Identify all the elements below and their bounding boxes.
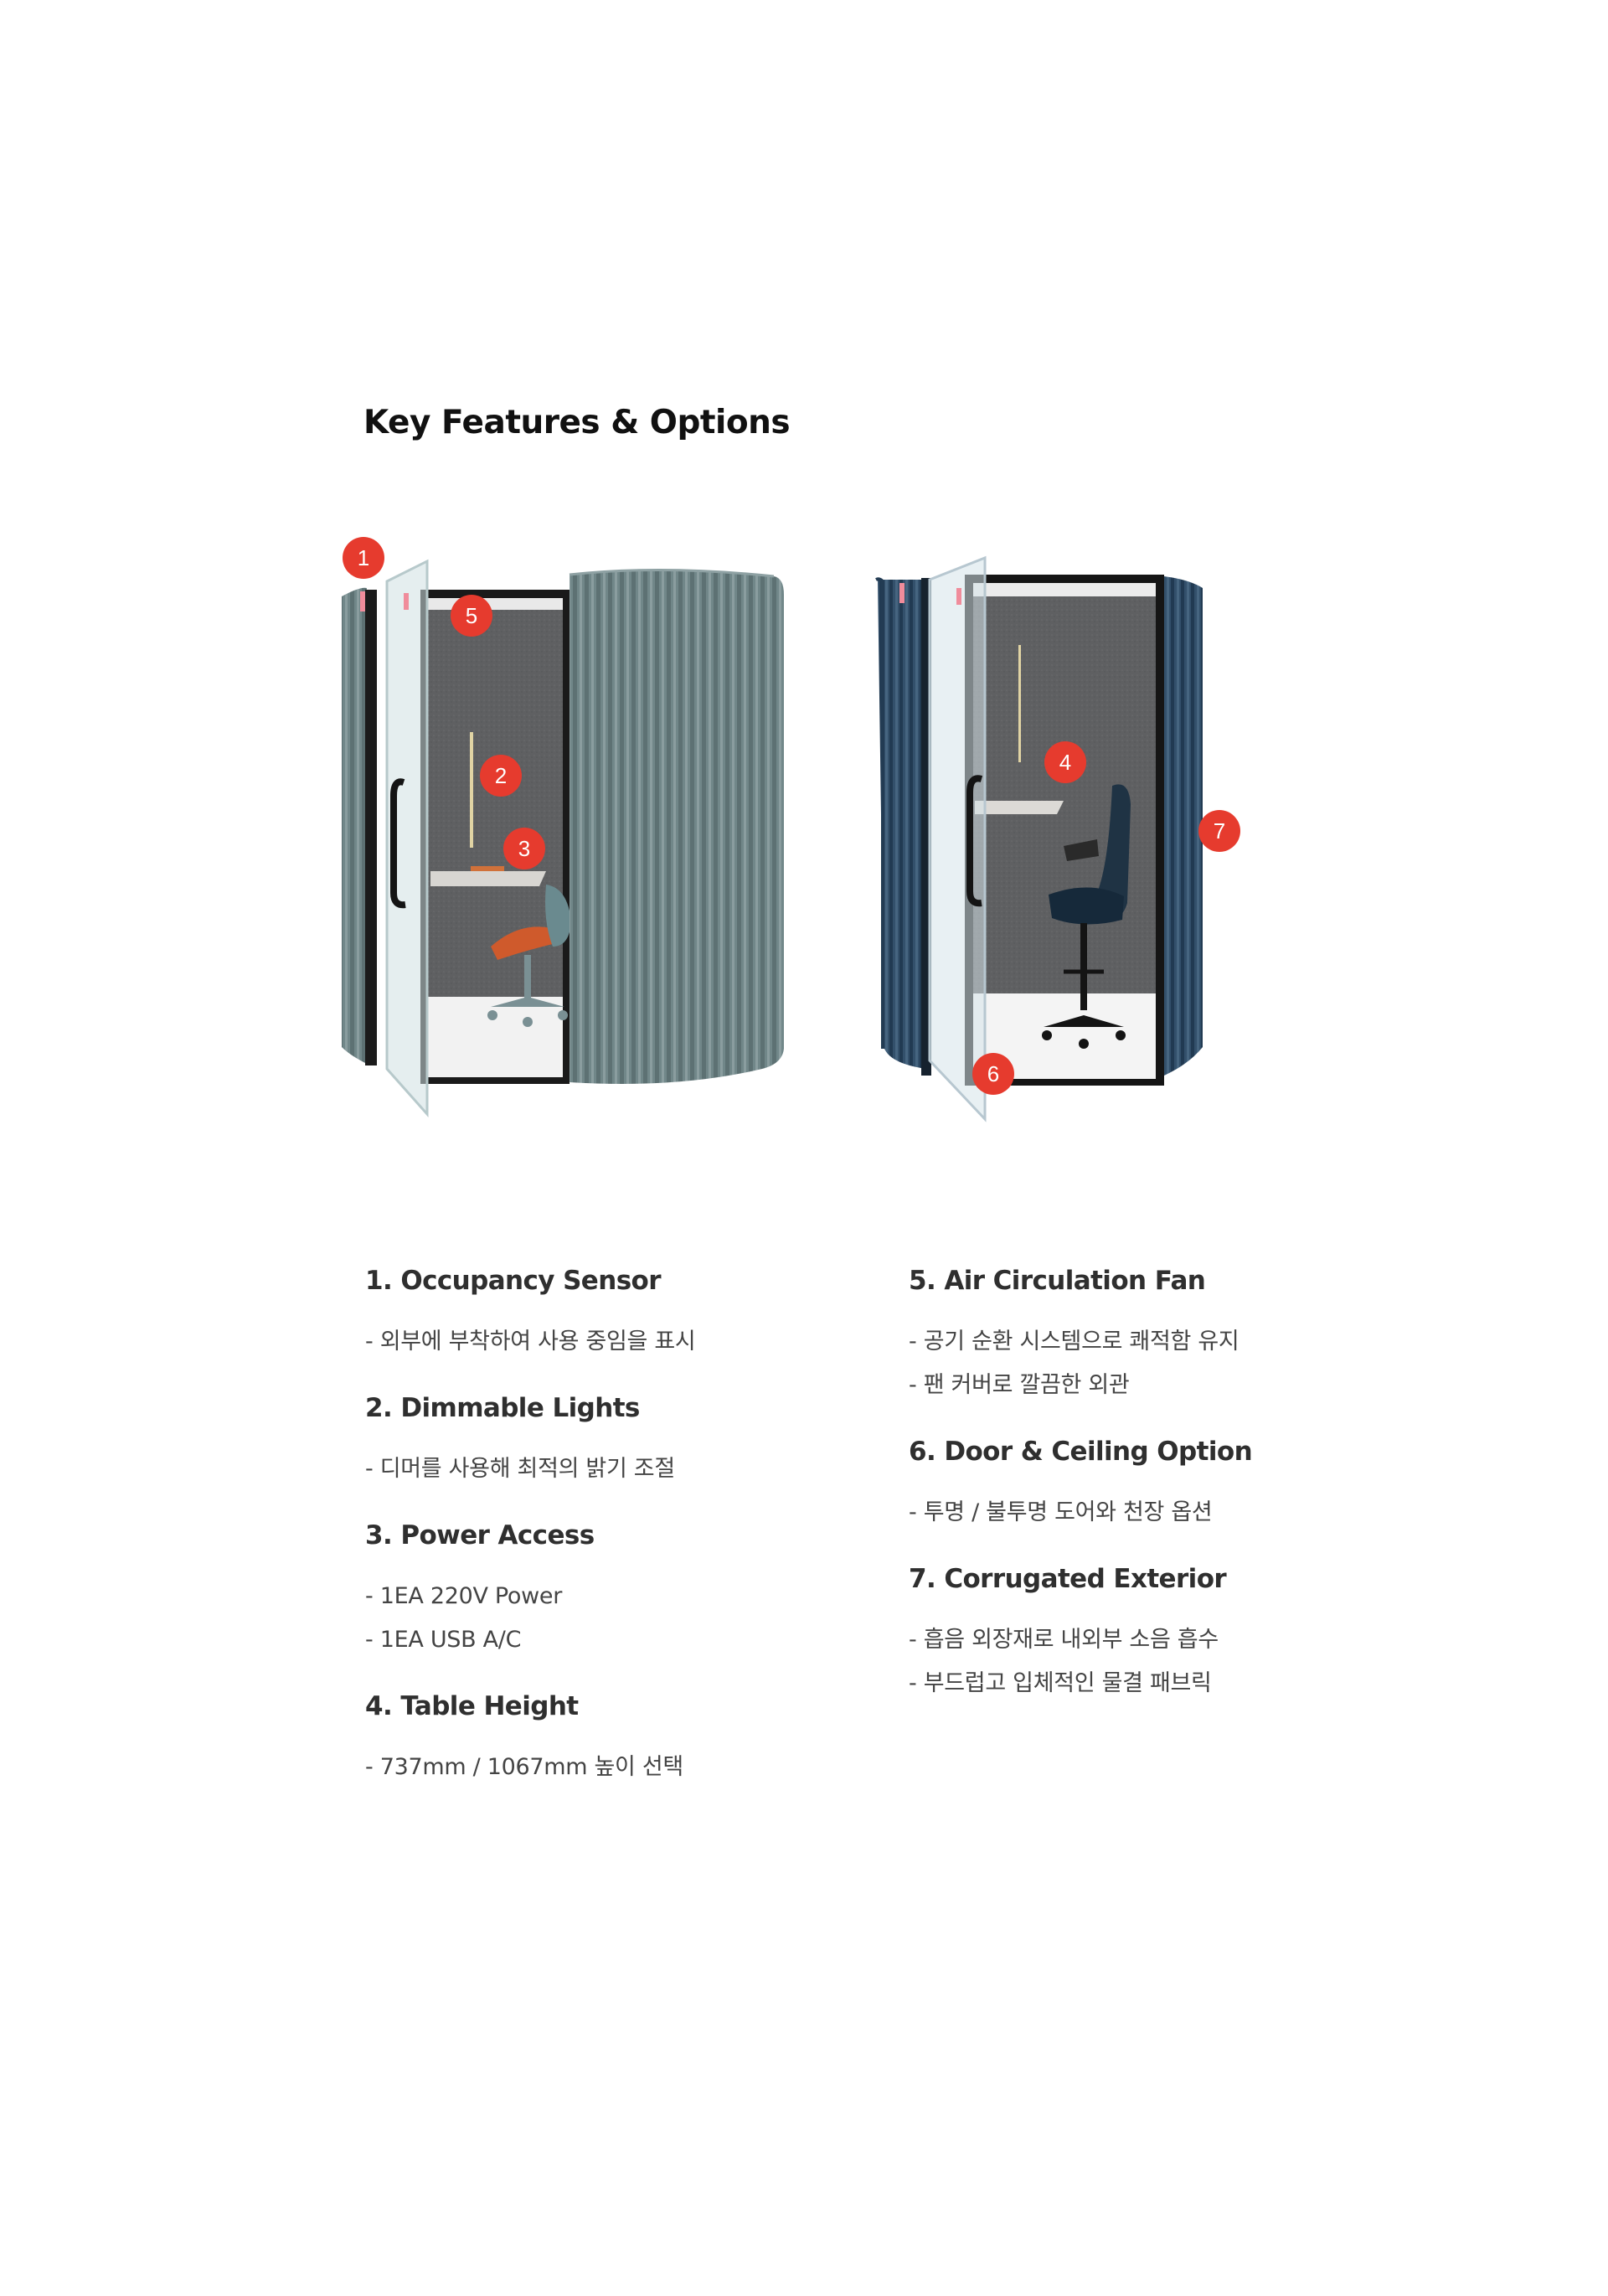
left-booth	[342, 559, 784, 1117]
feature-title: 6. Door & Ceiling Option	[909, 1437, 1253, 1467]
feature-line: - 흡음 외장재로 내외부 소음 흡수	[909, 1627, 1219, 1653]
marker-3: 3	[503, 828, 545, 869]
product-figure: 1 5 2 3 4 7 6	[327, 528, 1281, 1131]
marker-7: 7	[1198, 810, 1240, 852]
booth-illustration: 1 5 2 3 4 7 6	[342, 537, 1240, 1122]
feature-line: - 팬 커버로 깔끔한 외관	[909, 1372, 1130, 1398]
svg-text:1: 1	[358, 545, 369, 570]
feature-line: - 디머를 사용해 최적의 밝기 조절	[365, 1456, 675, 1482]
feature-line: - 1EA 220V Power	[365, 1583, 563, 1609]
marker-1: 1	[343, 537, 384, 579]
feature-line: - 부드럽고 입체적인 물결 패브릭	[909, 1670, 1212, 1696]
feature-line: - 투명 / 불투명 도어와 천장 옵션	[909, 1499, 1213, 1525]
right-booth	[875, 555, 1203, 1122]
feature-title: 4. Table Height	[365, 1691, 579, 1721]
svg-text:3: 3	[518, 836, 530, 861]
feature-title: 3. Power Access	[365, 1520, 595, 1550]
feature-corrugated-exterior: 7. Corrugated Exterior - 흡음 외장재로 내외부 소음 …	[909, 1563, 1378, 1705]
feature-line: - 737mm / 1067mm 높이 선택	[365, 1754, 683, 1780]
svg-text:6: 6	[987, 1061, 999, 1086]
svg-text:7: 7	[1214, 818, 1225, 844]
feature-title: 2. Dimmable Lights	[365, 1393, 640, 1423]
feature-air-circulation-fan: 5. Air Circulation Fan - 공기 순환 시스템으로 쾌적함…	[909, 1265, 1378, 1407]
features-left-column: 1. Occupancy Sensor - 외부에 부착하여 사용 중임을 표시…	[365, 1265, 834, 1818]
feature-title: 1. Occupancy Sensor	[365, 1266, 662, 1296]
svg-text:5: 5	[466, 603, 477, 628]
feature-table-height: 4. Table Height - 737mm / 1067mm 높이 선택	[365, 1690, 834, 1789]
feature-title: 5. Air Circulation Fan	[909, 1266, 1206, 1296]
feature-line: - 외부에 부착하여 사용 중임을 표시	[365, 1329, 696, 1354]
feature-dimmable-lights: 2. Dimmable Lights - 디머를 사용해 최적의 밝기 조절	[365, 1392, 834, 1491]
marker-2: 2	[480, 755, 522, 797]
feature-line: - 1EA USB A/C	[365, 1627, 522, 1653]
svg-text:2: 2	[495, 763, 507, 788]
feature-door-ceiling-option: 6. Door & Ceiling Option - 투명 / 불투명 도어와 …	[909, 1436, 1378, 1535]
feature-occupancy-sensor: 1. Occupancy Sensor - 외부에 부착하여 사용 중임을 표시	[365, 1265, 834, 1364]
marker-6: 6	[972, 1053, 1014, 1095]
page-title: Key Features & Options	[363, 404, 791, 441]
feature-power-access: 3. Power Access - 1EA 220V Power - 1EA U…	[365, 1519, 834, 1662]
feature-line: - 공기 순환 시스템으로 쾌적함 유지	[909, 1329, 1240, 1354]
marker-5: 5	[451, 595, 492, 637]
features-right-column: 5. Air Circulation Fan - 공기 순환 시스템으로 쾌적함…	[909, 1265, 1378, 1734]
svg-text:4: 4	[1059, 750, 1071, 775]
feature-title: 7. Corrugated Exterior	[909, 1564, 1227, 1594]
marker-4: 4	[1044, 741, 1086, 783]
